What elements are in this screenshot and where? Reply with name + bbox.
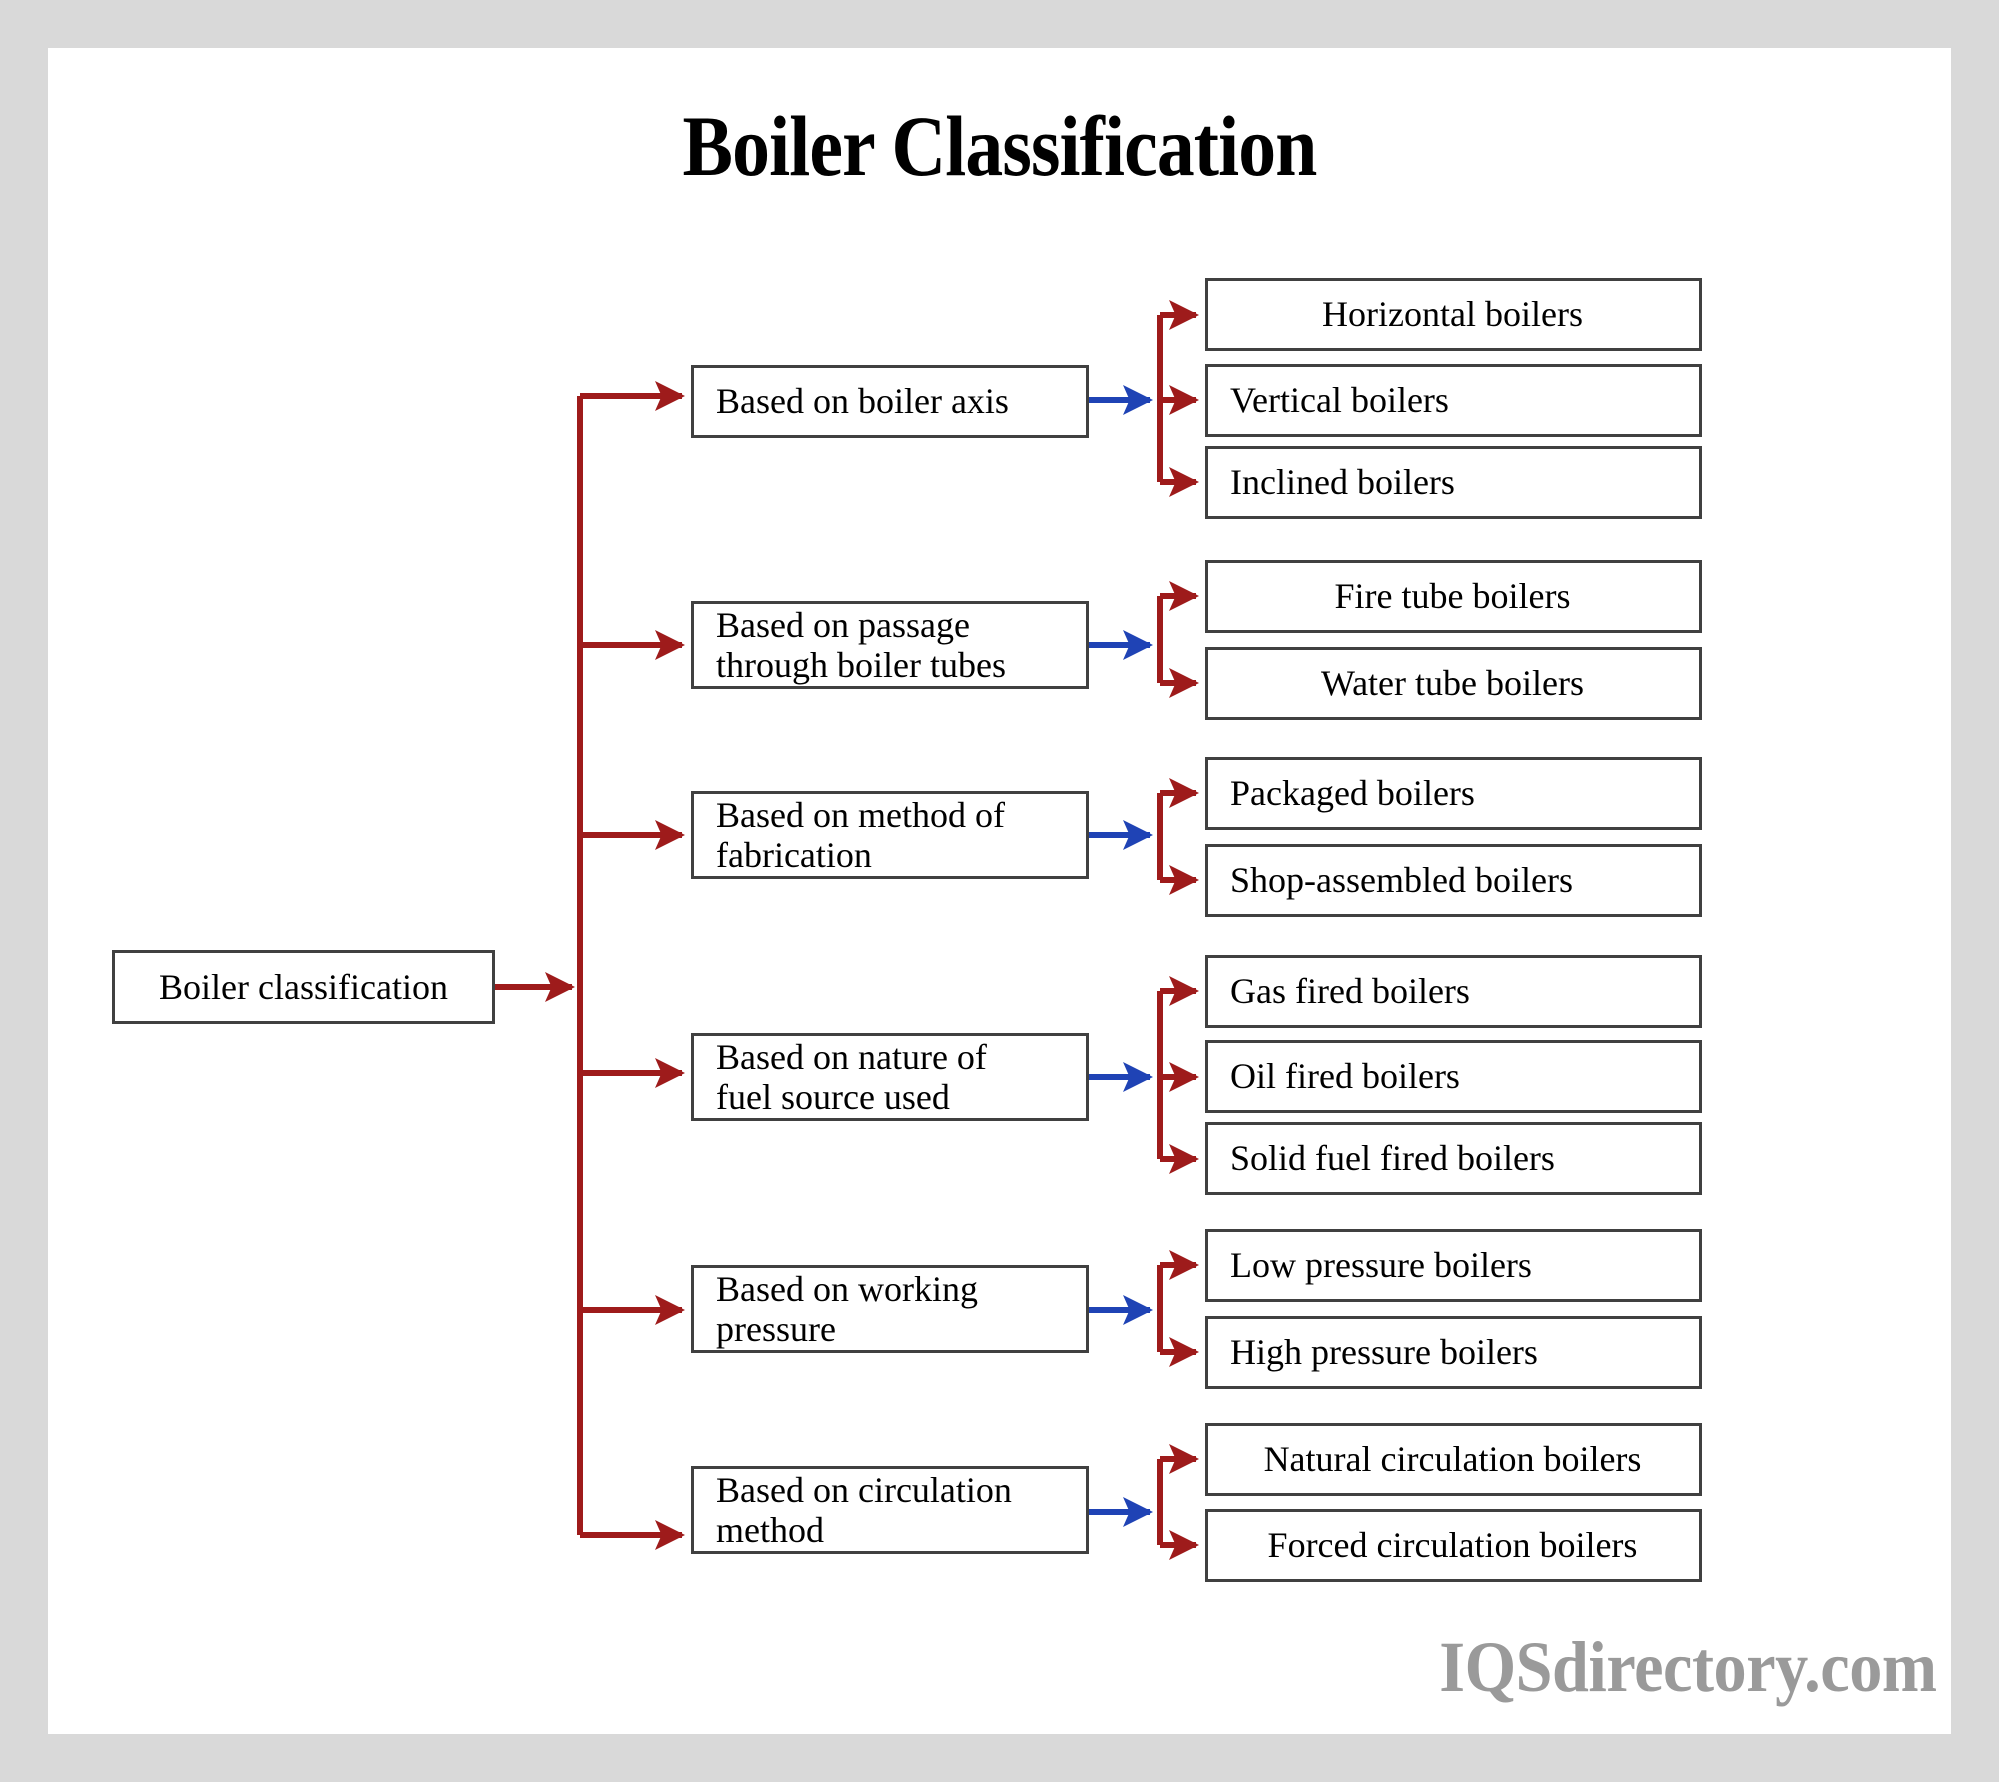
node-branch-nature-of-fuel-source[interactable]: Based on nature of fuel source used — [691, 1033, 1089, 1121]
page-title: Boiler Classification — [682, 98, 1318, 194]
node-leaf-forced-circulation-boilers-label: Forced circulation boilers — [1267, 1525, 1638, 1566]
watermark-iqsdirectory: IQSdirectory.com — [1439, 1627, 1938, 1707]
node-leaf-solid-fuel-fired-boilers-label: Solid fuel fired boilers — [1230, 1138, 1555, 1179]
node-leaf-low-pressure-boilers[interactable]: Low pressure boilers — [1205, 1229, 1702, 1302]
node-leaf-inclined-boilers[interactable]: Inclined boilers — [1205, 446, 1702, 519]
node-leaf-packaged-boilers[interactable]: Packaged boilers — [1205, 757, 1702, 830]
node-branch-fuel-line1: Based on nature of — [716, 1036, 987, 1077]
node-leaf-vertical-boilers-label: Vertical boilers — [1230, 380, 1449, 421]
node-leaf-forced-circulation-boilers[interactable]: Forced circulation boilers — [1205, 1509, 1702, 1582]
node-leaf-water-tube-boilers-label: Water tube boilers — [1320, 663, 1584, 704]
node-leaf-vertical-boilers[interactable]: Vertical boilers — [1205, 364, 1702, 437]
node-leaf-high-pressure-boilers[interactable]: High pressure boilers — [1205, 1316, 1702, 1389]
node-branch-pressure-line2: pressure — [716, 1309, 836, 1349]
node-leaf-natural-circulation-boilers[interactable]: Natural circulation boilers — [1205, 1423, 1702, 1496]
node-leaf-horizontal-boilers[interactable]: Horizontal boilers — [1205, 278, 1702, 351]
node-branch-boiler-axis[interactable]: Based on boiler axis — [691, 365, 1089, 438]
node-branch-fabrication-line1: Based on method of — [716, 794, 1005, 835]
node-leaf-oil-fired-boilers[interactable]: Oil fired boilers — [1205, 1040, 1702, 1113]
node-branch-circulation-line1: Based on circulation — [716, 1469, 1012, 1510]
node-leaf-gas-fired-boilers-label: Gas fired boilers — [1230, 971, 1470, 1012]
node-leaf-packaged-boilers-label: Packaged boilers — [1230, 773, 1475, 814]
node-branch-working-pressure[interactable]: Based on working pressure — [691, 1265, 1089, 1353]
node-leaf-water-tube-boilers[interactable]: Water tube boilers — [1205, 647, 1702, 720]
node-leaf-horizontal-boilers-label: Horizontal boilers — [1322, 294, 1583, 335]
node-leaf-inclined-boilers-label: Inclined boilers — [1230, 462, 1455, 503]
node-branch-fabrication-line2: fabrication — [716, 835, 872, 875]
node-branch-circulation-line2: method — [716, 1510, 824, 1550]
node-branch-passage-line2: through boiler tubes — [716, 645, 1006, 685]
node-branch-circulation-method[interactable]: Based on circulation method — [691, 1466, 1089, 1554]
node-leaf-high-pressure-boilers-label: High pressure boilers — [1230, 1332, 1538, 1373]
node-branch-boiler-axis-label: Based on boiler axis — [716, 381, 1009, 422]
node-leaf-solid-fuel-fired-boilers[interactable]: Solid fuel fired boilers — [1205, 1122, 1702, 1195]
node-leaf-natural-circulation-boilers-label: Natural circulation boilers — [1263, 1439, 1642, 1480]
node-branch-passage-line1: Based on passage — [716, 604, 970, 645]
node-branch-pressure-line1: Based on working — [716, 1268, 978, 1309]
node-root-label: Boiler classification — [159, 966, 448, 1007]
node-root[interactable]: Boiler classification — [112, 950, 495, 1024]
node-leaf-gas-fired-boilers[interactable]: Gas fired boilers — [1205, 955, 1702, 1028]
node-branch-passage-through-boiler-tubes[interactable]: Based on passage through boiler tubes — [691, 601, 1089, 689]
node-branch-method-of-fabrication[interactable]: Based on method of fabrication — [691, 791, 1089, 879]
node-leaf-low-pressure-boilers-label: Low pressure boilers — [1230, 1245, 1532, 1286]
node-leaf-oil-fired-boilers-label: Oil fired boilers — [1230, 1056, 1460, 1097]
node-leaf-shop-assembled-boilers[interactable]: Shop-assembled boilers — [1205, 844, 1702, 917]
node-leaf-fire-tube-boilers-label: Fire tube boilers — [1334, 576, 1571, 617]
node-leaf-shop-assembled-boilers-label: Shop-assembled boilers — [1230, 860, 1573, 901]
node-branch-fuel-line2: fuel source used — [716, 1077, 950, 1117]
node-leaf-fire-tube-boilers[interactable]: Fire tube boilers — [1205, 560, 1702, 633]
